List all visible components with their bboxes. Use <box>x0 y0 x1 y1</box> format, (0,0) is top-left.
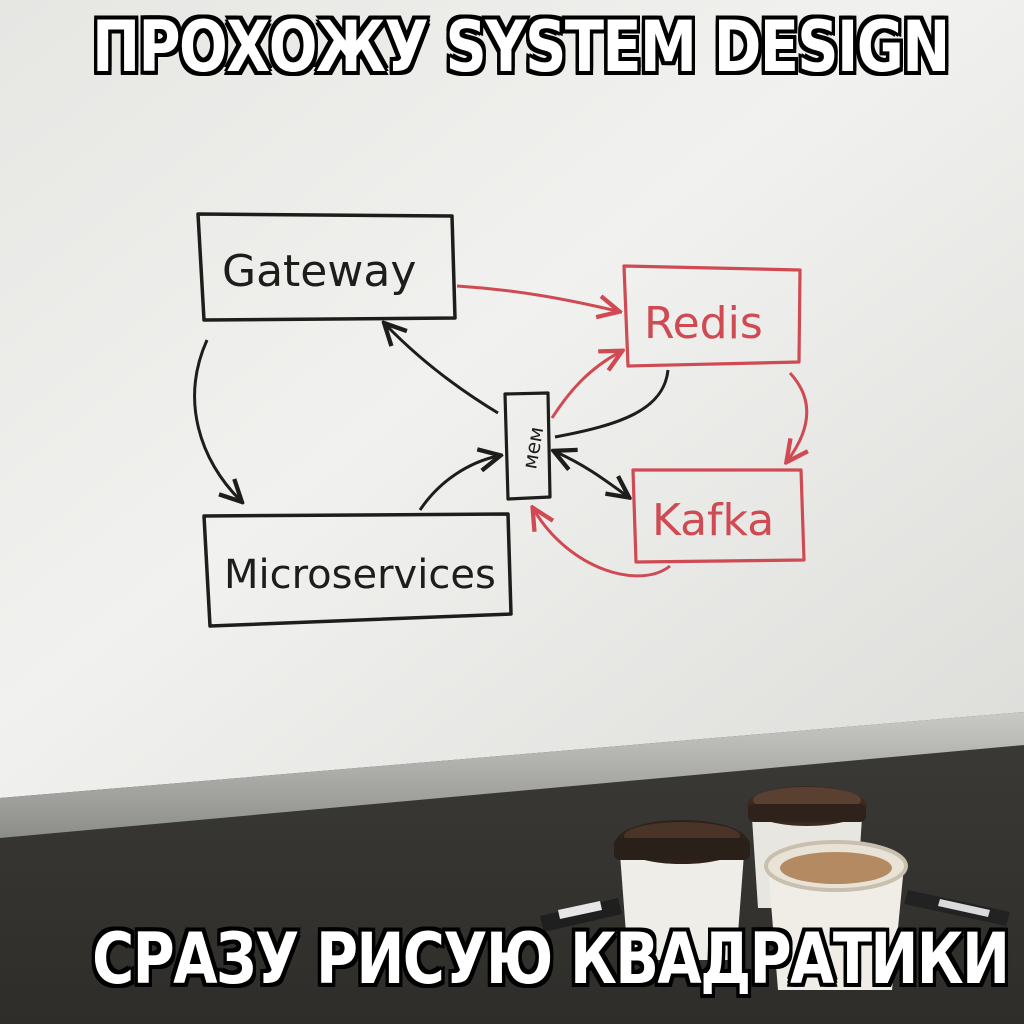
arrow-gateway-to-microservices <box>193 339 240 500</box>
coffee-cup-left <box>614 820 750 960</box>
coffee-cup-open <box>764 840 908 990</box>
meme-top-caption: ПРОХОЖУ SYSTEM DESIGN <box>92 6 950 88</box>
kafka-label: Kafka <box>652 495 774 546</box>
arrow-kafka-to-hub <box>534 510 671 578</box>
marker-pen-right <box>904 890 1010 926</box>
whiteboard-surface <box>0 0 1024 798</box>
arrow-hub-to-gateway <box>386 325 499 415</box>
microservices-label: Microservices <box>224 552 496 598</box>
arrow-hub-kafka-bidirectional <box>556 452 627 496</box>
meme-bottom-caption: СРАЗУ РИСУЮ КВАДРАТИКИ <box>92 918 1010 1000</box>
redis-label: Redis <box>644 298 763 349</box>
whiteboard-tray <box>0 712 1024 838</box>
microservices-node <box>202 512 513 628</box>
arrow-redis-to-kafka <box>788 371 807 460</box>
arrow-hub-to-redis <box>550 352 620 419</box>
gateway-label: Gateway <box>222 246 416 297</box>
arrow-microservices-to-hub <box>418 456 498 511</box>
arrow-gateway-to-redis <box>456 284 617 311</box>
arrow-redis-to-hub <box>554 369 670 439</box>
redis-node <box>622 264 802 368</box>
marker-pen <box>540 898 622 932</box>
gateway-node <box>196 212 457 322</box>
kafka-node <box>631 468 806 564</box>
